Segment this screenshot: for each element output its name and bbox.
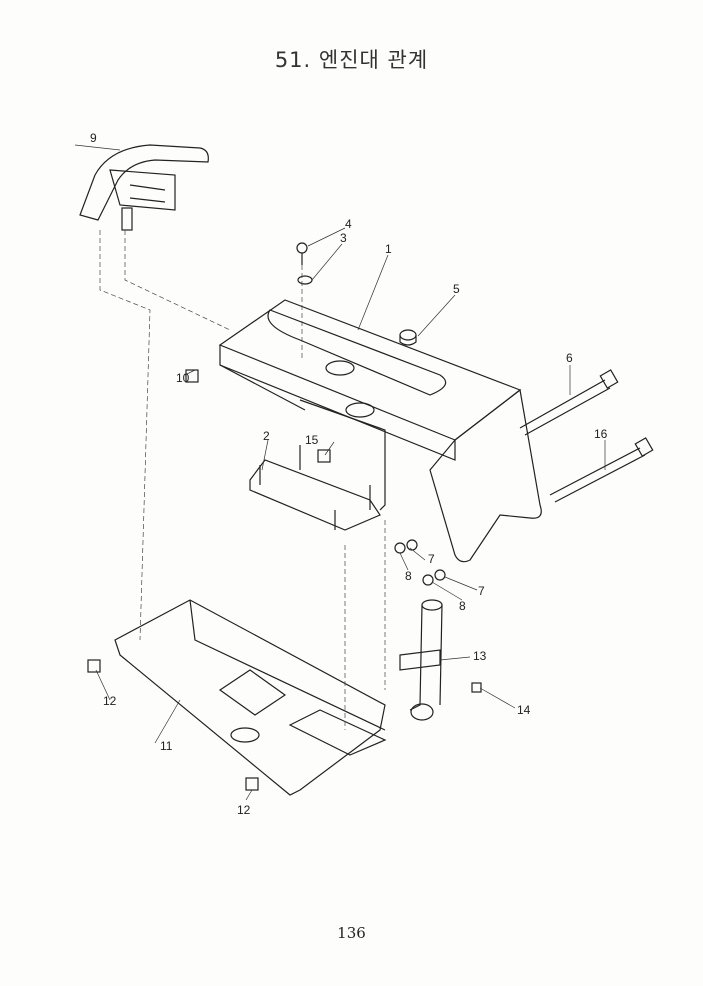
callout-14: 14 bbox=[517, 703, 531, 717]
callout-3: 3 bbox=[340, 231, 347, 245]
callout-9: 9 bbox=[90, 131, 97, 145]
long-bolts-part bbox=[519, 369, 654, 503]
callout-2: 2 bbox=[263, 429, 270, 443]
base-frame-part bbox=[114, 599, 387, 796]
small-parts bbox=[87, 242, 482, 791]
callout-1: 1 bbox=[385, 242, 392, 256]
callout-4: 4 bbox=[345, 217, 352, 231]
callout-10: 10 bbox=[176, 371, 190, 385]
callout-12b: 12 bbox=[237, 803, 251, 817]
mount-plate-part bbox=[249, 445, 381, 531]
callout-16: 16 bbox=[594, 427, 608, 441]
handle-bar-part bbox=[79, 144, 209, 231]
leader-lines bbox=[74, 144, 606, 801]
pipe-part bbox=[399, 599, 443, 721]
callout-6: 6 bbox=[566, 351, 573, 365]
callout-11: 11 bbox=[160, 739, 173, 753]
callout-7b: 7 bbox=[478, 584, 485, 598]
assembly-lines bbox=[99, 230, 386, 730]
callout-7a: 7 bbox=[428, 552, 435, 566]
callout-5: 5 bbox=[453, 282, 460, 296]
diagram-title: 51. 엔진대 관계 bbox=[274, 48, 429, 72]
callout-8a: 8 bbox=[405, 569, 412, 583]
callout-15: 15 bbox=[305, 433, 319, 447]
callout-13: 13 bbox=[473, 649, 487, 663]
page-number: 136 bbox=[337, 924, 366, 942]
callout-8b: 8 bbox=[459, 599, 466, 613]
engine-frame-part bbox=[218, 299, 542, 563]
callout-12a: 12 bbox=[103, 694, 117, 708]
